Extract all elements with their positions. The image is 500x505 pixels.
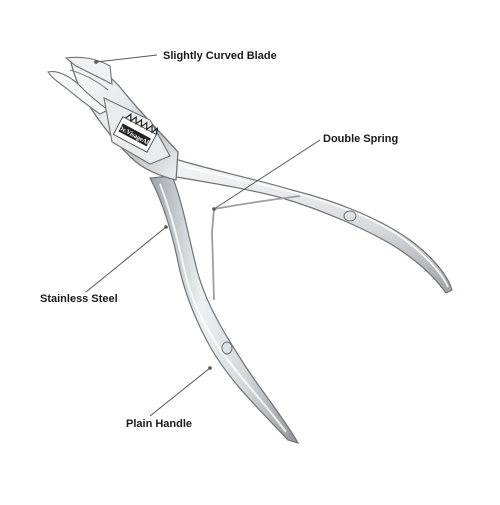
upper-handle-highlight xyxy=(181,165,449,288)
leader-line-blade xyxy=(95,54,158,63)
blade-upper xyxy=(64,56,113,85)
label-stainless-steel: Stainless Steel xyxy=(40,293,118,305)
handle-rivet-upper xyxy=(343,210,357,222)
leader-dot-handle xyxy=(208,366,212,370)
blade-lower xyxy=(47,71,110,115)
label-double-spring: Double Spring xyxy=(323,133,399,145)
label-plain-handle: Plain Handle xyxy=(126,418,193,430)
lower-handle xyxy=(149,175,300,445)
blade-gap xyxy=(69,69,109,91)
leader-dot-blade xyxy=(94,60,98,64)
leader-dot-steel xyxy=(164,225,168,229)
spring-wire-2 xyxy=(213,195,301,210)
leader-dot-spring xyxy=(212,207,216,211)
leader-line-steel xyxy=(85,226,167,293)
leader-line-spring xyxy=(213,139,321,210)
handle-rivet-lower xyxy=(221,341,233,355)
leader-line-handle xyxy=(149,367,211,417)
spring-wire-1 xyxy=(211,208,215,301)
lower-handle-highlight xyxy=(159,183,287,433)
label-slightly-curved-blade: Slightly Curved Blade xyxy=(163,50,277,62)
